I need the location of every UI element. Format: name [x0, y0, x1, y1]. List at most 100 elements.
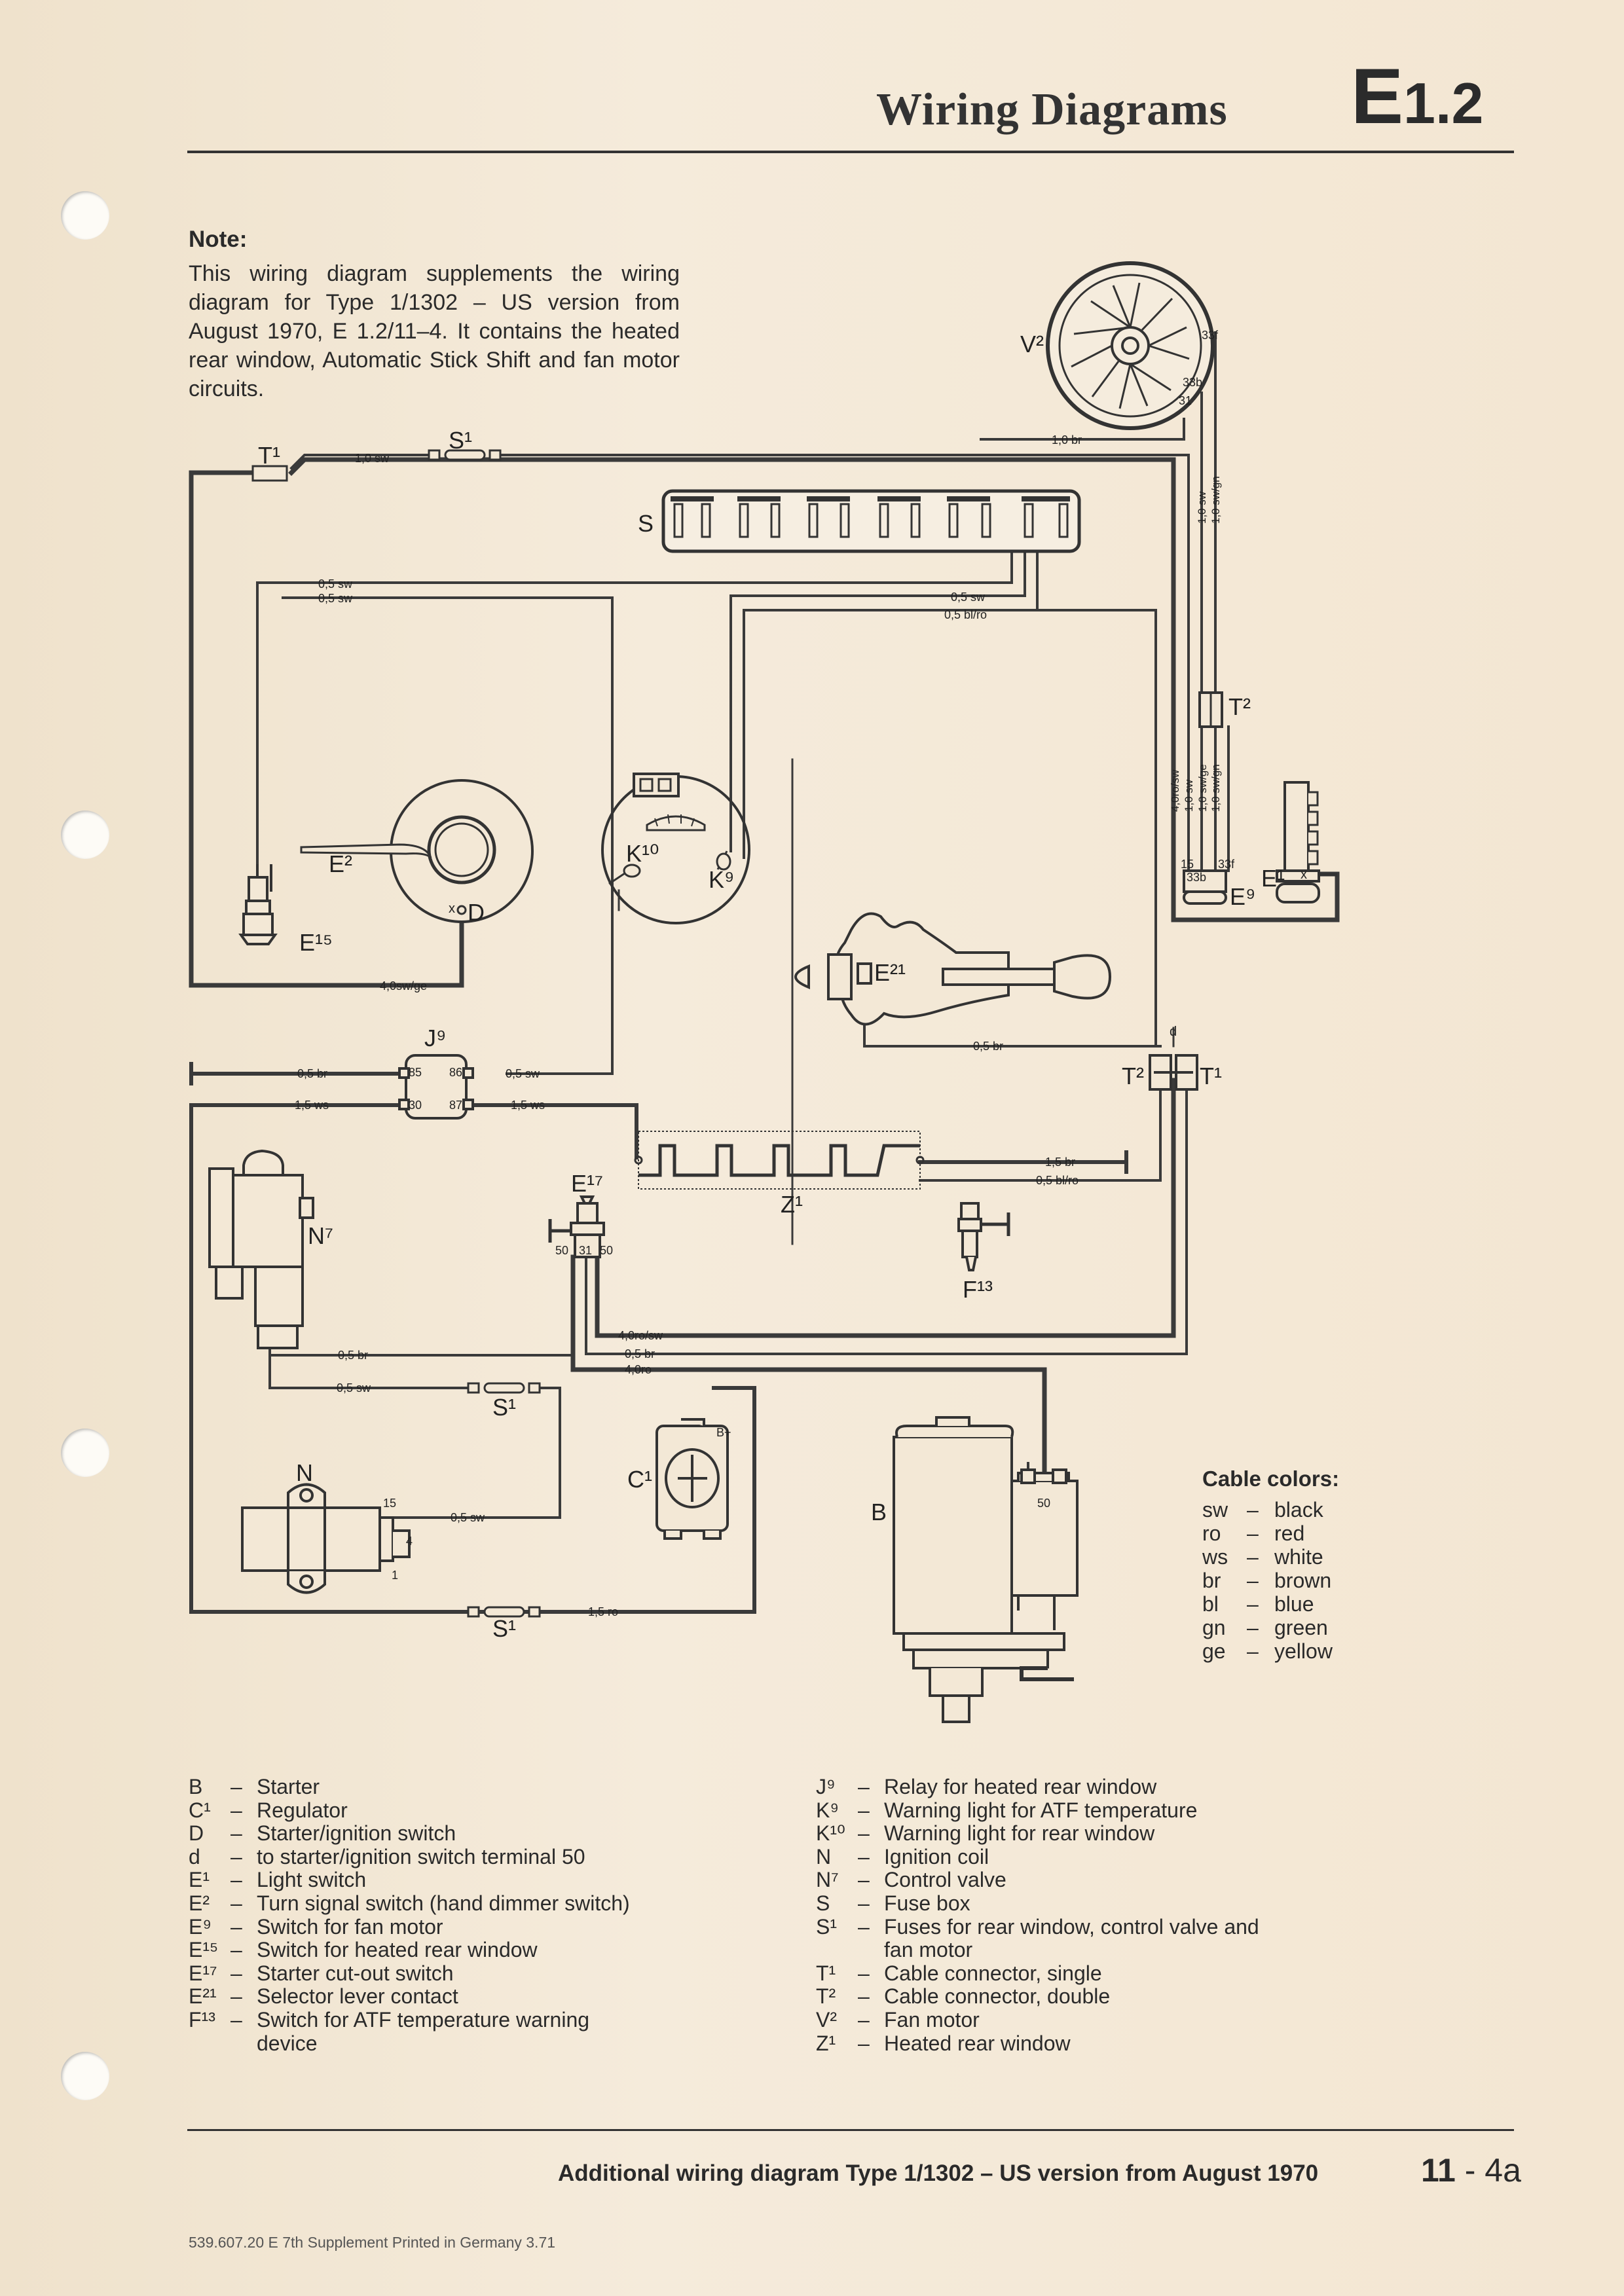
legend-text: Regulator [257, 1798, 348, 1822]
terminal-b50: 50 [1037, 1497, 1050, 1510]
fuse-s1-mid-cap2 [528, 1382, 541, 1394]
fuse-s1-mid-body [483, 1382, 525, 1394]
legend-item: T²–Cable connector, double [816, 1985, 1356, 2009]
wire-label-40rosw: 4,0ro/sw [618, 1329, 663, 1342]
legend-item: E¹–Light switch [189, 1868, 728, 1892]
legend-key: E⁹ [189, 1914, 212, 1939]
terminal-31: 31 [1179, 394, 1192, 407]
legend-key: F¹³ [189, 2007, 215, 2032]
wire-label-10swgn: 1,0 sw/gn [1209, 476, 1222, 524]
legend-text: Starter [257, 1775, 320, 1798]
legend-key: E¹⁵ [189, 1938, 219, 1962]
wire-label-05br-j9: 0,5 br [297, 1067, 327, 1080]
wire-40ro [570, 1254, 1047, 1482]
wire-label-15ws-a: 1,5 ws [295, 1099, 329, 1112]
terminal-n1: 1 [392, 1569, 398, 1582]
label-s1-bot: S¹ [492, 1615, 516, 1642]
binder-hole [61, 2052, 109, 2100]
cable-color-row: bl–blue [1202, 1592, 1333, 1616]
wire-label-40ro: 4,0ro [625, 1363, 652, 1376]
label-t2-right: T² [1228, 693, 1251, 720]
dash-separator [858, 1939, 884, 1962]
legend-key: V² [816, 2007, 837, 2032]
note-heading: Note: [189, 227, 248, 252]
dash-separator: – [1247, 1639, 1259, 1663]
legend-item: K¹⁰–Warning light for rear window [816, 1822, 1356, 1846]
control-valve-n7 [208, 1149, 314, 1349]
wire-05br-n7 [268, 1347, 571, 1357]
legend-text: Ignition coil [884, 1844, 989, 1868]
fuse-s1-bot-body [483, 1606, 525, 1618]
cable-color-row: ws–white [1202, 1545, 1333, 1569]
fan-motor-v2 [1046, 261, 1215, 430]
wire-label-10sw-v2: 1,0 sw [1183, 779, 1195, 812]
legend-item: device [189, 2032, 728, 2056]
regulator-c1 [655, 1418, 729, 1540]
label-n: N [296, 1459, 313, 1486]
wire-label-05sw-n: 0,5 sw [451, 1511, 485, 1524]
dash-separator: – [1247, 1545, 1259, 1569]
fuse-s1-bot-cap2 [528, 1606, 541, 1618]
connector-t1-top [251, 465, 288, 482]
label-k9: K⁹ [709, 866, 734, 893]
legend-item: S–Fuse box [816, 1891, 1356, 1916]
connector-t-mid [1149, 1054, 1198, 1091]
label-e9: E⁹ [1230, 883, 1255, 910]
label-b: B [871, 1499, 887, 1525]
cable-color-name: green [1274, 1616, 1328, 1639]
legend-text: Warning light for ATF temperature [884, 1798, 1198, 1822]
cable-color-name: red [1274, 1522, 1305, 1545]
legend-text: Light switch [257, 1868, 367, 1892]
page-title: Wiring Diagrams [876, 84, 1228, 135]
legend-item: E⁹–Switch for fan motor [189, 1914, 728, 1939]
wire-05blro-down [1036, 609, 1157, 1048]
legend-key [189, 2032, 231, 2056]
cable-color-code: gn [1202, 1616, 1226, 1639]
wire-label-05sw-n7: 0,5 sw [337, 1381, 371, 1394]
legend-item: S¹–Fuses for rear window, control valve … [816, 1915, 1356, 1939]
cable-color-name: blue [1274, 1592, 1314, 1616]
wire-frame-left-top [189, 470, 464, 988]
section-letter: E [1351, 52, 1404, 140]
legend-text: Switch for fan motor [257, 1914, 443, 1939]
label-t1-mid: T¹ [1200, 1063, 1222, 1089]
legend-key: E¹⁷ [189, 1961, 217, 1985]
cutout-switch-e17 [548, 1195, 605, 1258]
light-switch-e1 [1276, 781, 1320, 903]
legend-item: B–Starter [189, 1775, 728, 1799]
dash-separator: – [1247, 1616, 1259, 1639]
legend-text: Heated rear window [884, 2031, 1071, 2055]
wire-label-05blro: 0,5 bl/ro [944, 608, 987, 621]
terminal-n4: 4 [406, 1535, 413, 1548]
legend-key: K¹⁰ [816, 1821, 845, 1846]
page-separator: - [1455, 2152, 1485, 2189]
legend-item: C¹–Regulator [189, 1798, 728, 1823]
terminal-87: 87 [449, 1099, 462, 1112]
cable-color-code: bl [1202, 1592, 1219, 1616]
label-n7: N⁷ [308, 1222, 333, 1249]
footer-rule [187, 2129, 1514, 2131]
dash-separator: – [858, 1868, 870, 1892]
legend-key: E¹ [189, 1868, 210, 1892]
legend-item: fan motor [816, 1939, 1356, 1962]
wire-label-05br-n7: 0,5 br [338, 1349, 368, 1362]
wire-05sw-n [392, 1387, 561, 1519]
legend-key: T² [816, 1984, 836, 2009]
terminal-bplus: B+ [716, 1426, 731, 1439]
wire-label-05sw-a: 0,5 sw [318, 577, 353, 591]
wire-label-40rosw-v: 4,0ro/sw [1169, 769, 1181, 812]
dash-separator: – [231, 1938, 242, 1962]
wire-label-05sw-j9: 0,5 sw [506, 1067, 540, 1080]
terminal-e17-50b: 50 [600, 1244, 613, 1257]
label-e15: E¹⁵ [299, 929, 333, 956]
label-t2-mid: T² [1122, 1063, 1144, 1089]
legend-item: d–to starter/ignition switch terminal 50 [189, 1845, 728, 1869]
wire-z1-blro [919, 1054, 1162, 1182]
legend-item: Z¹–Heated rear window [816, 2032, 1356, 2056]
terminal-86: 86 [449, 1066, 462, 1079]
dash-separator: – [1247, 1569, 1259, 1592]
legend-item: D–Starter/ignition switch [189, 1822, 728, 1846]
label-e17: E¹⁷ [571, 1170, 603, 1197]
legend-text: Fan motor [884, 2007, 980, 2032]
label-f13: F¹³ [963, 1276, 993, 1303]
